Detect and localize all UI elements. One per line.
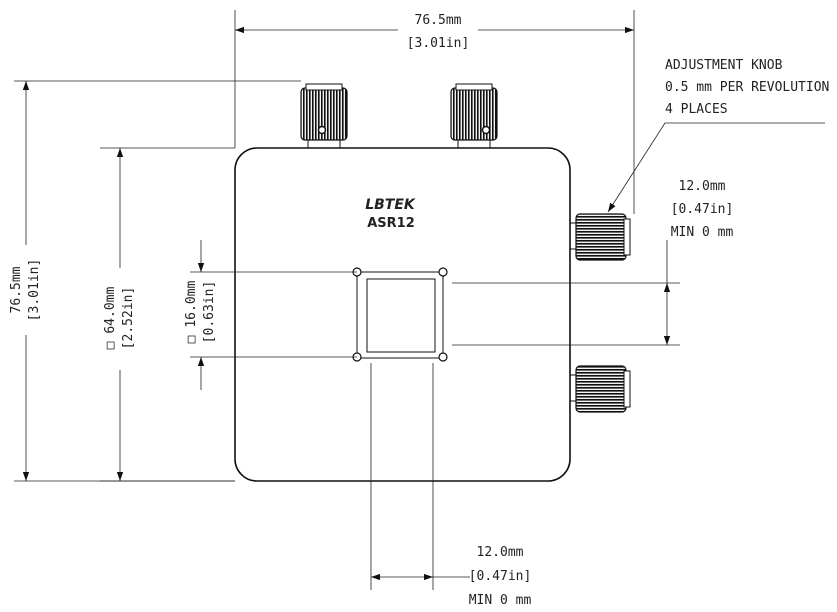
aperture-mm: □ 16.0mm <box>184 281 199 344</box>
callout-line-3: 4 PLACES <box>665 102 728 117</box>
aperture-inch: [0.63in] <box>202 281 217 344</box>
adjustment-knob-top-left <box>300 83 348 149</box>
overall-width-mm: 76.5mm <box>415 13 462 28</box>
slit-vertical-inch: [0.47in] <box>671 202 734 217</box>
adjustment-knob-right-upper <box>569 213 631 261</box>
dimension-slit-horizontal: 12.0mm [0.47in] MIN 0 mm <box>370 363 532 608</box>
overall-height-mm: 76.5mm <box>9 266 24 313</box>
adjustment-knob-top-right <box>450 83 498 149</box>
slit-horizontal-min: MIN 0 mm <box>469 593 532 608</box>
dimension-overall-width: 76.5mm [3.01in] <box>234 8 635 214</box>
brand-label: LBTEK <box>365 197 416 213</box>
dimension-aperture: □ 16.0mm [0.63in] <box>184 240 357 390</box>
dimension-slit-vertical: 12.0mm [0.47in] MIN 0 mm <box>452 179 734 346</box>
slit-horizontal-mm: 12.0mm <box>477 545 524 560</box>
body-size-inch: [2.52in] <box>121 287 136 350</box>
adjustment-knob-right-lower <box>569 365 631 413</box>
dimension-body-size: □ 64.0mm [2.52in] <box>100 147 235 482</box>
dimension-overall-height: 76.5mm [3.01in] <box>6 80 301 482</box>
overall-height-inch: [3.01in] <box>27 259 42 322</box>
model-label: ASR12 <box>367 216 415 231</box>
callout-line-1: ADJUSTMENT KNOB <box>665 58 783 73</box>
slit-vertical-min: MIN 0 mm <box>671 225 734 240</box>
overall-width-inch: [3.01in] <box>407 36 470 51</box>
aperture-window <box>352 267 448 362</box>
slit-horizontal-inch: [0.47in] <box>469 569 532 584</box>
slit-vertical-mm: 12.0mm <box>679 179 726 194</box>
body-size-mm: □ 64.0mm <box>103 287 118 350</box>
callout-line-2: 0.5 mm PER REVOLUTION <box>665 80 829 95</box>
knob-callout: ADJUSTMENT KNOB 0.5 mm PER REVOLUTION 4 … <box>607 58 829 213</box>
mount-body <box>234 147 571 482</box>
